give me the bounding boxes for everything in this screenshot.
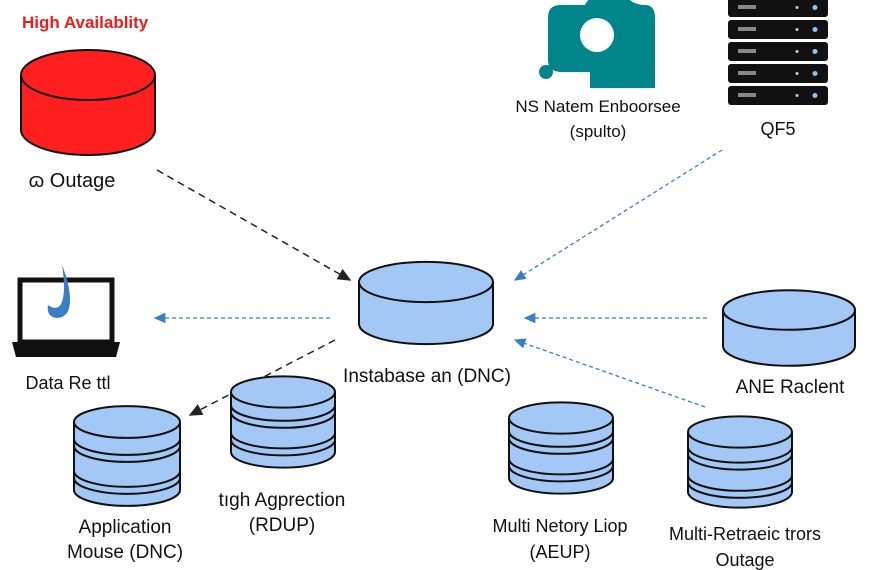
laptop-label: Data Re ttl (25, 373, 110, 393)
application-label-line1: Application (79, 517, 172, 538)
network-label-line1: NS Natem Enboorsee (515, 97, 680, 116)
connectors (153, 149, 723, 416)
multi-netory-label-line1: Multi Netory Liop (492, 516, 627, 536)
database-icon (687, 415, 793, 509)
server-label: QF5 (760, 119, 795, 139)
right-label: ANE Raclent (736, 377, 845, 398)
diagram-title: High Availablity (22, 13, 149, 32)
database-icon (358, 260, 494, 346)
database-icon (73, 405, 181, 507)
database-icon (722, 289, 856, 367)
outage-label: ɷ Outage (29, 170, 116, 192)
multi-retr-label-line2: Outage (715, 550, 774, 570)
multi-retr-label-line1: Multi-Retraeic trors (669, 524, 821, 544)
agprection-label-line2: (RDUP) (249, 515, 316, 536)
agprection-label-line1: tıgh Agprection (219, 490, 346, 511)
arrow-multi-to-central (513, 338, 706, 408)
network-label-line2: (spulto) (570, 122, 627, 141)
database-icon (20, 49, 156, 156)
camera-icon (539, 0, 655, 88)
arrow-outage-to-central (156, 169, 352, 281)
multi-netory-label-line2: (AEUP) (529, 542, 590, 562)
database-icon (508, 401, 614, 495)
server-rack-icon (728, 0, 828, 105)
application-label-line2: Mouse (DNC) (67, 542, 183, 563)
central-label: Instabase an (DNC) (343, 366, 511, 387)
database-icon (230, 375, 336, 469)
laptop-icon (12, 265, 120, 357)
arrow-central-to-application (188, 339, 336, 416)
arrow-server-to-central (513, 149, 723, 281)
